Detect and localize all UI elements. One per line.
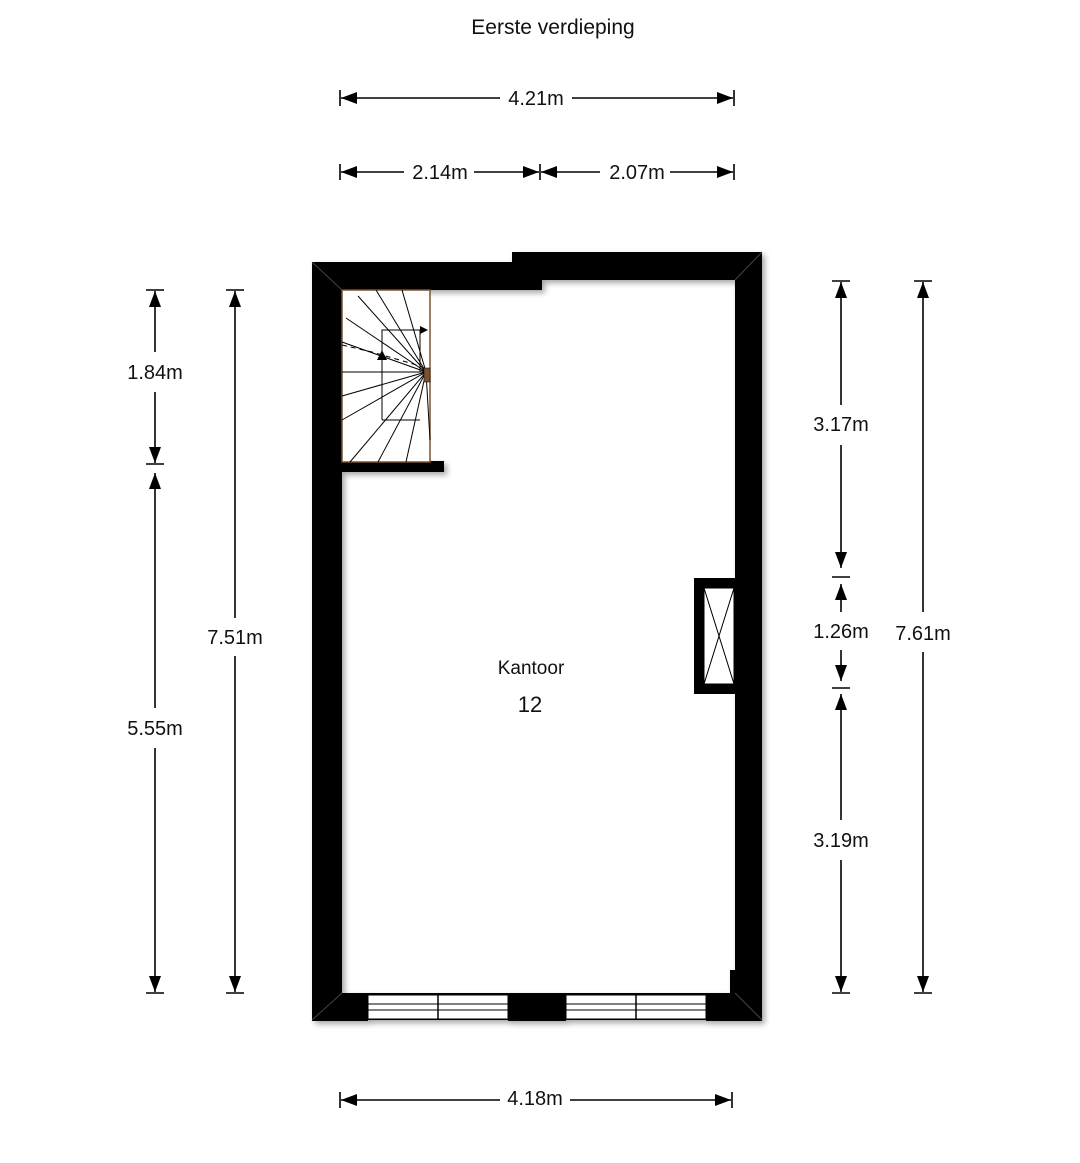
dimension-left-total: 7.51m bbox=[207, 289, 263, 994]
room-number: 12 bbox=[518, 692, 542, 717]
dimension-label: 3.19m bbox=[813, 830, 869, 852]
dimension-label: 5.55m bbox=[127, 718, 183, 740]
room-name: Kantoor bbox=[498, 658, 565, 679]
dimension-label: 7.51m bbox=[207, 627, 263, 649]
window-bottom-right bbox=[565, 994, 707, 1020]
shaft bbox=[694, 578, 762, 694]
wall-bevels bbox=[311, 251, 763, 1021]
dimension-left-split: 1.84m 5.55m bbox=[127, 289, 183, 994]
dimension-right-split: 3.17m 1.26m 3.19m bbox=[813, 280, 869, 994]
staircase bbox=[341, 289, 431, 463]
dimension-top-total: 4.21m bbox=[339, 88, 735, 110]
dimension-top-split: 2.14m 2.07m bbox=[339, 162, 735, 184]
plan-title: Eerste verdieping bbox=[471, 16, 634, 39]
dimension-label: 4.18m bbox=[507, 1088, 563, 1110]
dimension-label: 4.21m bbox=[508, 88, 564, 110]
dimension-label: 3.17m bbox=[813, 414, 869, 436]
walls bbox=[312, 252, 762, 1021]
dimension-right-total: 7.61m bbox=[895, 280, 951, 994]
dimension-label: 7.61m bbox=[895, 623, 951, 645]
window-bottom-left bbox=[367, 994, 509, 1020]
dimension-label: 2.14m bbox=[412, 162, 468, 184]
dimension-label: 2.07m bbox=[609, 162, 665, 184]
dimension-label: 1.84m bbox=[127, 362, 183, 384]
dimension-label: 1.26m bbox=[813, 621, 869, 643]
dimension-bottom-total: 4.18m bbox=[339, 1088, 733, 1110]
